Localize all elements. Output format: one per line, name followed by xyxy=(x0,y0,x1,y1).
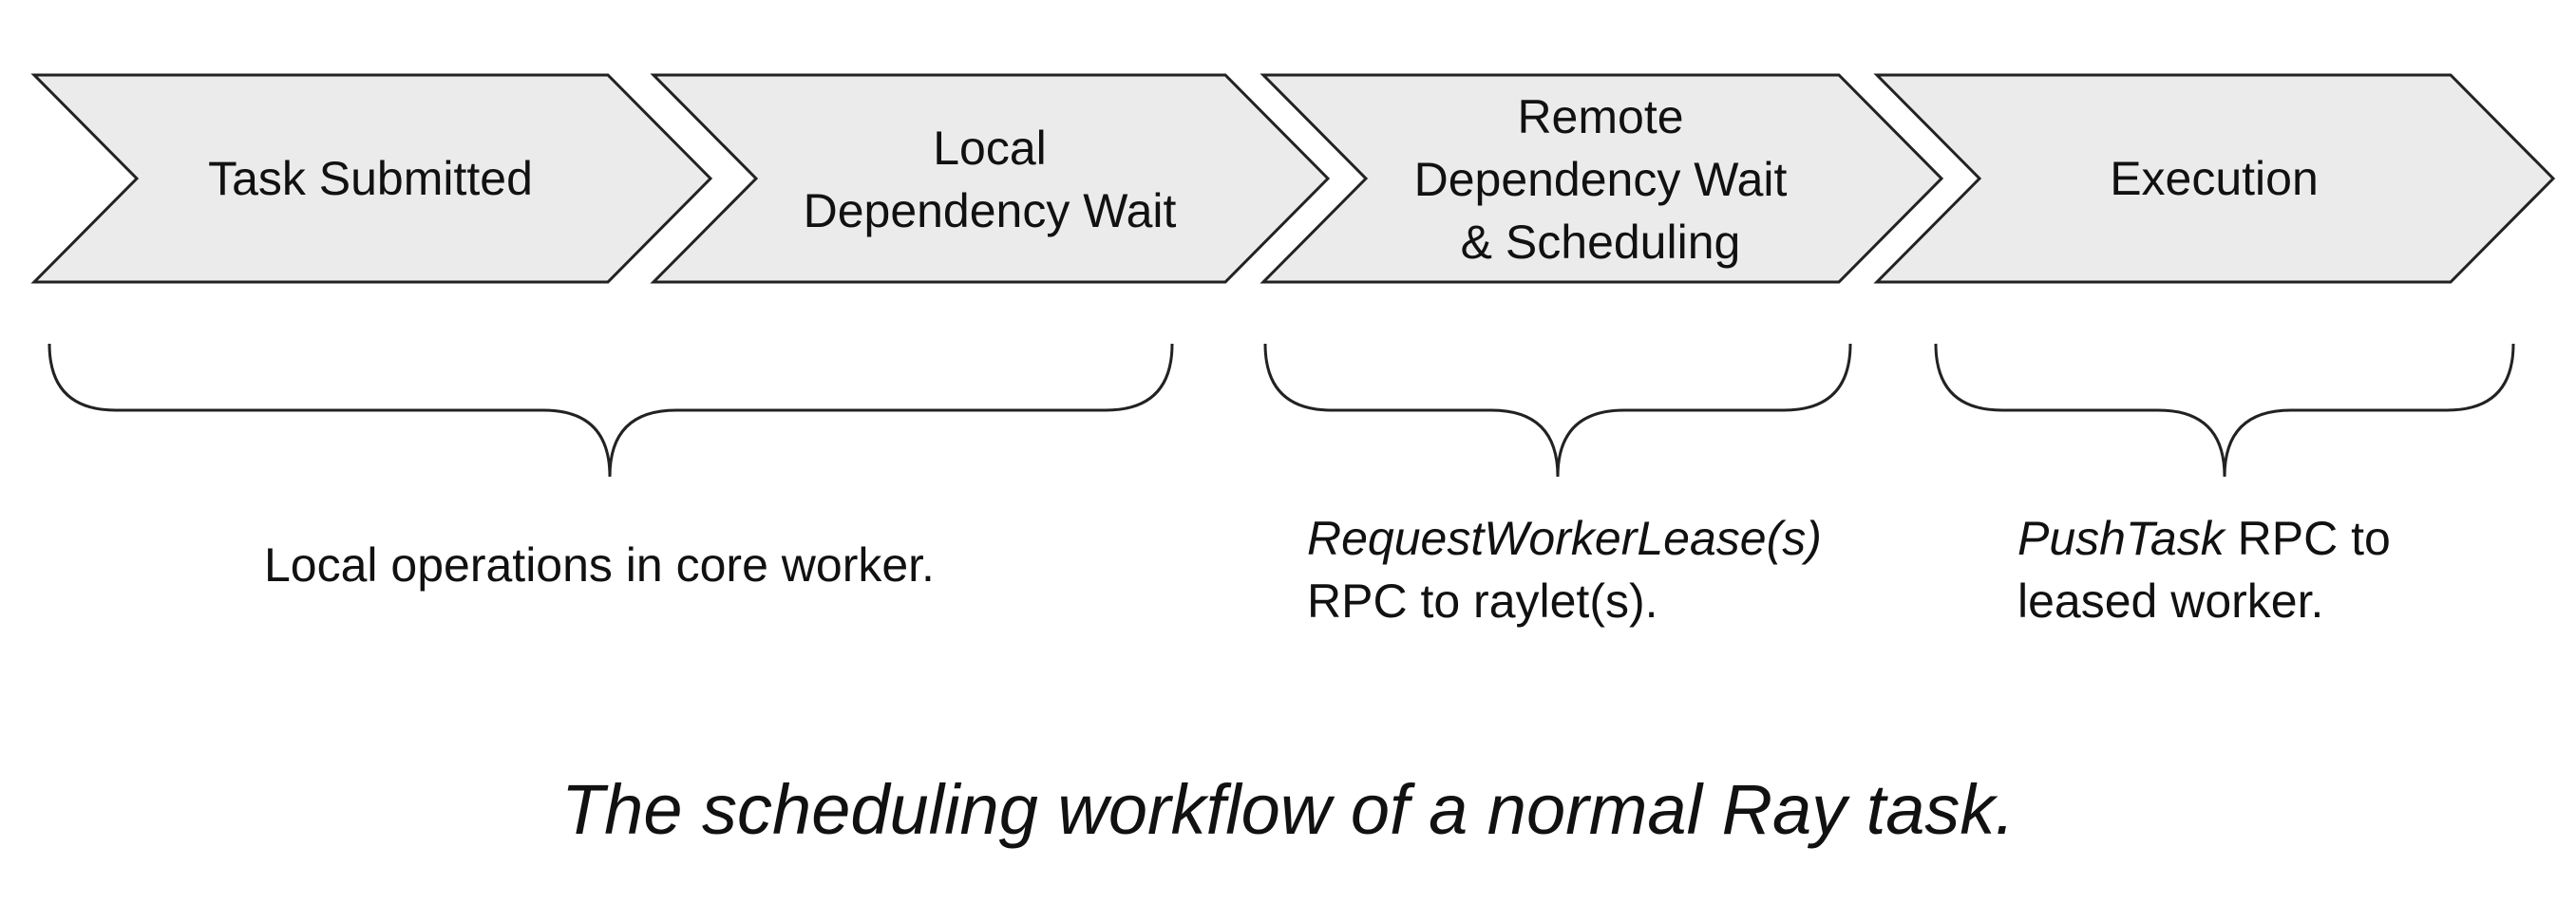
group-note-execution: PushTask RPC to leased worker. xyxy=(2017,507,2391,632)
group-note-line: RPC to raylet(s). xyxy=(1307,574,1658,628)
stage-shape-local-dependency-wait xyxy=(650,73,1331,284)
group-note-italic: RequestWorkerLease(s) xyxy=(1307,512,1822,565)
diagram-caption: The scheduling workflow of a normal Ray … xyxy=(560,770,2015,849)
stage-label-remote-dependency-wait: Remote Dependency Wait & Scheduling xyxy=(1368,85,1833,273)
group-brace-remote xyxy=(1263,343,1852,478)
group-brace-local xyxy=(47,343,1174,478)
stage-label-line: & Scheduling xyxy=(1460,216,1741,269)
stage-label-line: Dependency Wait xyxy=(803,184,1177,237)
stage-label-line: Remote xyxy=(1517,90,1684,143)
stage-label-execution: Execution xyxy=(1981,147,2447,210)
group-note-remote: RequestWorkerLease(s) RPC to raylet(s). xyxy=(1307,507,1822,632)
stage-label-line: Dependency Wait xyxy=(1413,153,1788,206)
stage-label-line: Execution xyxy=(2110,152,2319,205)
group-note-italic: PushTask xyxy=(2017,512,2225,565)
group-note-line: Local operations in core worker. xyxy=(264,534,935,596)
group-note-line: RequestWorkerLease(s) xyxy=(1307,507,1822,570)
stage-shape-remote-dependency-wait xyxy=(1260,73,1944,284)
group-brace-execution xyxy=(1934,343,2515,478)
group-note-line: leased worker. xyxy=(2017,574,2324,628)
stage-shape-execution xyxy=(1873,73,2556,284)
stage-label-local-dependency-wait: Local Dependency Wait xyxy=(760,117,1220,242)
stage-shape-task-submitted xyxy=(30,73,713,284)
group-note-text: Local operations in core worker. xyxy=(264,538,935,592)
group-note-local: Local operations in core worker. xyxy=(264,534,935,596)
group-note-line: PushTask RPC to xyxy=(2017,507,2391,570)
stage-label-line: Local xyxy=(933,122,1047,175)
group-note-text: RPC to xyxy=(2224,512,2391,565)
stage-label-line: Task Submitted xyxy=(208,152,533,205)
stage-label-task-submitted: Task Submitted xyxy=(142,147,598,210)
